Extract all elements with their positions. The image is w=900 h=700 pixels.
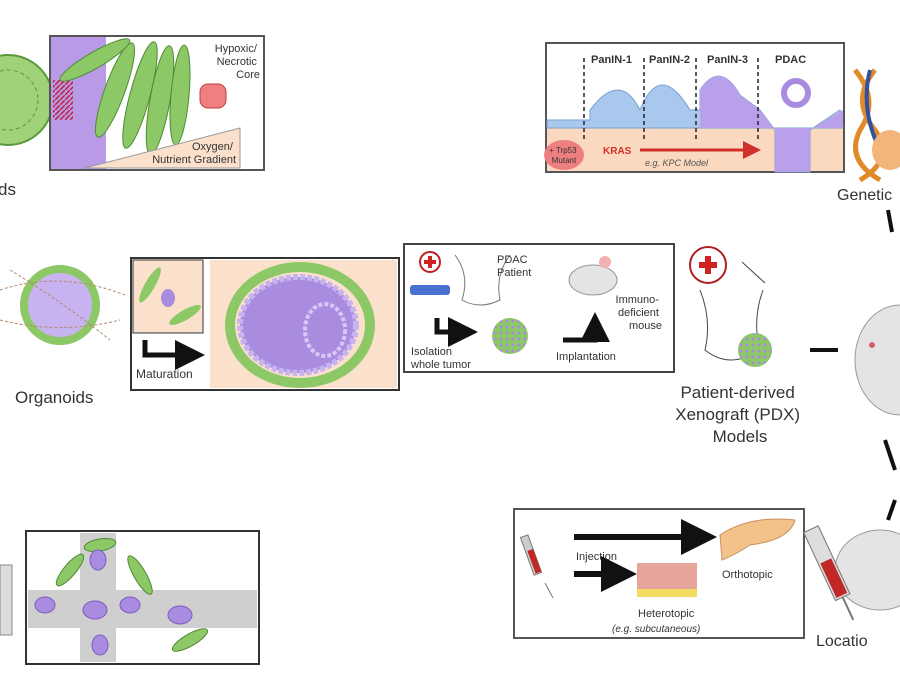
heterotopic-example: (e.g. subcutaneous): [612, 624, 700, 635]
spheroid-illustration: [0, 54, 54, 146]
immunodeficient-mouse-label: Immuno- deficient mouse: [616, 294, 662, 332]
trp53-mutant-badge: [544, 140, 584, 170]
gradient-label: Oxygen/ Nutrient Gradient: [152, 141, 236, 166]
core-legend-swatch: [199, 83, 227, 109]
organoid-panel: Organoids Maturation: [0, 257, 400, 407]
connector-arrow: [886, 209, 894, 233]
tumor-icon: [738, 333, 772, 367]
central-mouse-illustration: [854, 304, 900, 416]
maturation-label: Maturation: [136, 367, 193, 381]
patient-torso-icon: [454, 254, 511, 306]
connector-arrow: [883, 439, 897, 471]
organoids-label: Organoids: [15, 388, 93, 407]
spheroid-panel: ds Hypoxic/ Necrotic Core Oxygen/ Nutrie…: [0, 35, 265, 199]
stage-label: PanIN-3: [707, 54, 748, 66]
syringe-icon: [803, 525, 855, 621]
pancreas-icon: [872, 130, 900, 170]
core-label: Hypoxic/ Necrotic Core: [215, 43, 260, 81]
fibroblast-cells: [59, 38, 191, 155]
stage-label: PanIN-1: [591, 54, 632, 66]
connector-arrow: [886, 499, 897, 521]
mouse-injection-illustration: [834, 529, 900, 611]
pdx-title: Patient-derived Xenograft (PDX) Models: [675, 383, 804, 446]
syringe-icon: [519, 534, 554, 599]
bed-icon: [410, 285, 450, 295]
isolation-arrow: [434, 317, 478, 347]
location-panel: Injection Orthotopic Heterotopic (e.g. s…: [513, 499, 900, 650]
heterotopic-label: Heterotopic: [638, 608, 695, 620]
skin-icon: [637, 563, 697, 589]
pdx-panel: PDAC Patient Isolation whole tumor Impla…: [403, 243, 900, 471]
isolation-label: Isolation whole tumor: [410, 346, 471, 371]
tumor-icon: [492, 318, 528, 354]
implantation-arrow: [563, 312, 610, 343]
pdac-patient-label: PDAC Patient: [497, 254, 531, 279]
stage-label: PDAC: [775, 54, 806, 66]
pancreas-icon: [719, 518, 796, 561]
location-title: Locatio: [816, 633, 868, 650]
necrotic-region: [53, 80, 73, 120]
stage-label: PanIN-2: [649, 54, 690, 66]
maturation-arrow: [142, 340, 205, 370]
orthotopic-label: Orthotopic: [722, 569, 773, 581]
trp53-label: + Trp53 Mutant: [549, 146, 579, 165]
pdx-process-box: [403, 243, 675, 373]
organoid-illustration: [20, 265, 100, 345]
spheroids-label: ds: [0, 180, 16, 199]
pdac-duct: [781, 78, 811, 108]
implantation-label: Implantation: [556, 351, 616, 363]
organ-on-chip-panel: [0, 530, 260, 665]
gradient-wedge: [84, 127, 241, 169]
patient-torso-icon: [699, 261, 766, 361]
stage-labels: PanIN-1 PanIN-2 PanIN-3 PDAC: [591, 54, 806, 66]
injection-label: Injection: [576, 551, 617, 563]
genetic-title: Genetic: [837, 187, 892, 204]
model-example: e.g. KPC Model: [645, 158, 709, 168]
mouse-icon: [568, 264, 618, 296]
genetic-panel: PanIN-1 PanIN-2 PanIN-3 PDAC + Trp53 Mut…: [544, 42, 900, 233]
kras-label: KRAS: [603, 146, 632, 157]
